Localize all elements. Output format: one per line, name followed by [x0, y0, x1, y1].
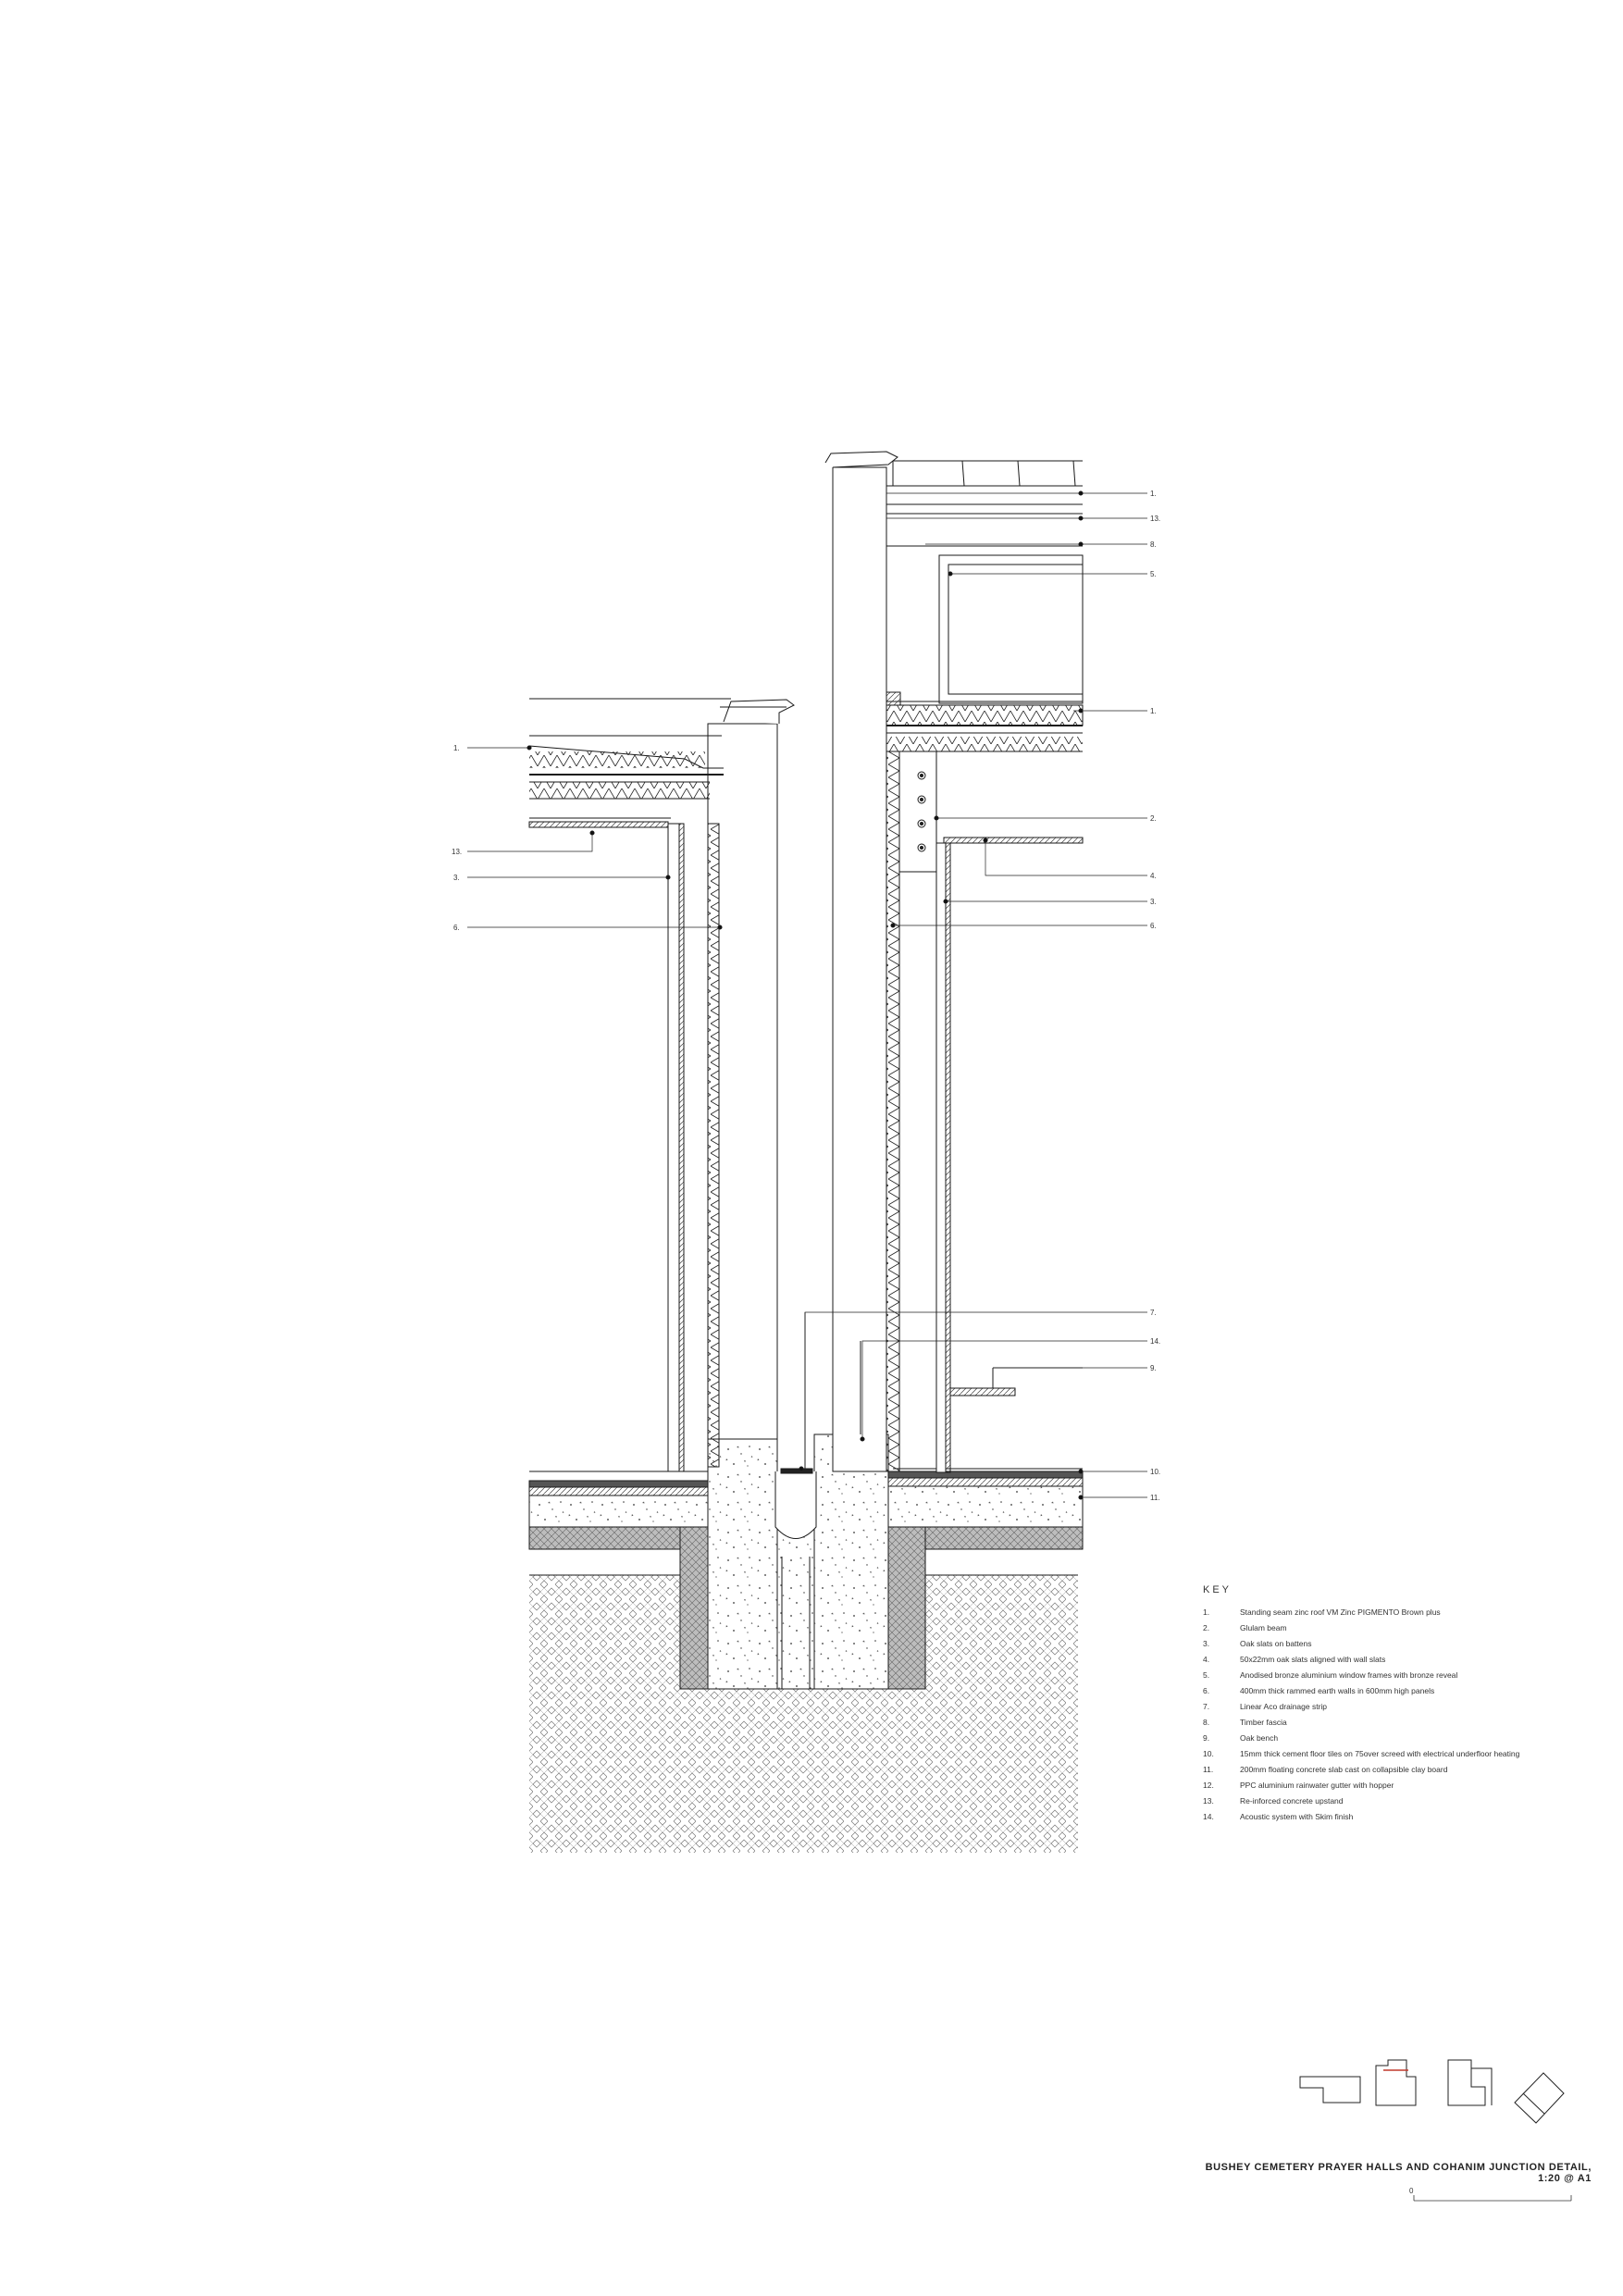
callout-r5: 5.	[1150, 570, 1157, 578]
key-item: 2. Glulam beam	[1203, 1620, 1592, 1636]
callout-r10: 10.	[1150, 1468, 1160, 1476]
oak-bench	[949, 1367, 1083, 1396]
key-item-text: 50x22mm oak slats aligned with wall slat…	[1240, 1655, 1386, 1664]
callout-l6: 6.	[453, 924, 460, 932]
callout-r11: 11.	[1150, 1494, 1160, 1502]
key-item-number: 5.	[1203, 1670, 1210, 1680]
key-item-text: Linear Aco drainage strip	[1240, 1702, 1328, 1711]
key-item-text: Standing seam zinc roof VM Zinc PIGMENTO…	[1240, 1607, 1441, 1617]
central-tall-wall	[824, 451, 900, 1472]
key-item-number: 13.	[1203, 1796, 1214, 1806]
key-item: 1. Standing seam zinc roof VM Zinc PIGMEN…	[1203, 1605, 1592, 1620]
key-item-text: Oak bench	[1240, 1733, 1279, 1743]
callout-r6: 6.	[1150, 922, 1157, 930]
key-item-number: 7.	[1203, 1702, 1210, 1711]
key-item-number: 8.	[1203, 1718, 1210, 1727]
key-item: 8. Timber fascia	[1203, 1715, 1592, 1731]
key-item: 14. Acoustic system with Skim finish	[1203, 1809, 1592, 1825]
key-item-number: 9.	[1203, 1733, 1210, 1743]
right-oak-slats	[935, 837, 1084, 1473]
right-roof-and-window	[886, 460, 1084, 752]
key-item: 12. PPC aluminium rainwater gutter with h…	[1203, 1778, 1592, 1793]
key-item-number: 10.	[1203, 1749, 1214, 1758]
key-item-number: 3.	[1203, 1639, 1210, 1648]
key-item-text: 400mm thick rammed earth walls in 600mm …	[1240, 1686, 1435, 1695]
left-floor-buildup	[528, 1471, 725, 1550]
callout-r2: 2.	[1150, 814, 1157, 823]
callout-labels: 1. 13. 8. 5. 1. 2. 4. 3. 6. 7. 14. 9. 10…	[452, 490, 1160, 1502]
callout-r9: 9.	[1150, 1364, 1157, 1372]
callout-r1: 1.	[1150, 490, 1157, 498]
callout-r4: 4.	[1150, 872, 1157, 880]
key-item-number: 2.	[1203, 1623, 1210, 1632]
key-item: 7. Linear Aco drainage strip	[1203, 1699, 1592, 1715]
callout-r3: 3.	[1150, 898, 1157, 906]
key-item-number: 12.	[1203, 1781, 1214, 1790]
key-item: 11. 200mm floating concrete slab cast on …	[1203, 1762, 1592, 1778]
right-floor-buildup	[887, 1468, 1084, 1550]
key-item: 4. 50x22mm oak slats aligned with wall sl…	[1203, 1652, 1592, 1668]
glulam-beam	[898, 751, 937, 873]
key-item: 3. Oak slats on battens	[1203, 1636, 1592, 1652]
legend-key: KEY 1. Standing seam zinc roof VM Zinc PI…	[1203, 1584, 1592, 1825]
key-item-text: Anodised bronze aluminium window frames …	[1240, 1670, 1458, 1680]
callouts-left	[467, 745, 723, 930]
left-oak-slats	[667, 823, 685, 1472]
key-item-text: Acoustic system with Skim finish	[1240, 1812, 1354, 1821]
callout-r1b: 1.	[1150, 707, 1157, 715]
callout-l1: 1.	[453, 744, 460, 752]
key-item-text: 200mm floating concrete slab cast on col…	[1240, 1765, 1448, 1774]
key-title: KEY	[1203, 1584, 1233, 1595]
key-item-text: Re-inforced concrete upstand	[1240, 1796, 1344, 1806]
key-item: 10. 15mm thick cement floor tiles on 75ov…	[1203, 1746, 1592, 1762]
callout-l13: 13.	[452, 848, 462, 856]
callout-r7: 7.	[1150, 1309, 1157, 1317]
key-plan-thumbnails	[1299, 2059, 1565, 2124]
callout-l3: 3.	[453, 874, 460, 882]
key-item-text: Glulam beam	[1240, 1623, 1287, 1632]
key-item-number: 11.	[1203, 1765, 1214, 1774]
left-upstand-wall	[707, 699, 795, 1468]
scale-bar-zero: 0	[1409, 2187, 1414, 2195]
key-list: 1. Standing seam zinc roof VM Zinc PIGMEN…	[1203, 1605, 1592, 1825]
scale-bar	[1413, 2195, 1572, 2202]
key-item-number: 1.	[1203, 1607, 1210, 1617]
left-roof	[528, 698, 731, 828]
key-item-text: Timber fascia	[1240, 1718, 1287, 1727]
key-item: 5. Anodised bronze aluminium window frame…	[1203, 1668, 1592, 1683]
key-item-text: Oak slats on battens	[1240, 1639, 1312, 1648]
key-item: 6. 400mm thick rammed earth walls in 600m…	[1203, 1683, 1592, 1699]
callout-r8: 8.	[1150, 540, 1157, 549]
key-item-number: 14.	[1203, 1812, 1214, 1821]
callouts-right	[799, 490, 1147, 1500]
key-item-number: 4.	[1203, 1655, 1210, 1664]
callout-r14: 14.	[1150, 1337, 1160, 1346]
callout-r13: 13.	[1150, 515, 1160, 523]
key-item-number: 6.	[1203, 1686, 1210, 1695]
foundation-concrete	[679, 1433, 926, 1690]
key-item-text: PPC aluminium rainwater gutter with hopp…	[1240, 1781, 1394, 1790]
key-item: 13. Re-inforced concrete upstand	[1203, 1793, 1592, 1809]
key-item-text: 15mm thick cement floor tiles on 75over …	[1240, 1749, 1520, 1758]
key-item: 9. Oak bench	[1203, 1731, 1592, 1746]
drawing-title: BUSHEY CEMETERY PRAYER HALLS AND COHANIM…	[1205, 2162, 1592, 2184]
